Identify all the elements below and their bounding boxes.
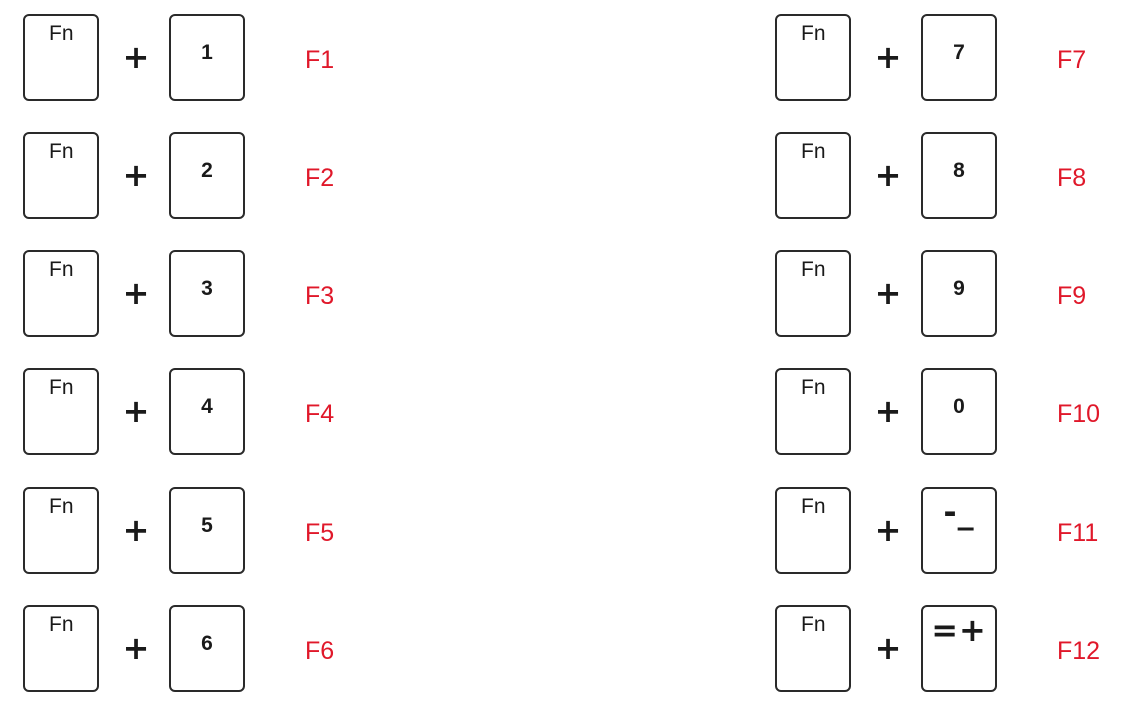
fn-key-label: Fn (801, 613, 826, 636)
number-key-label: 1 (201, 41, 213, 64)
plus-sign: + (122, 274, 150, 312)
fn-key: Fn (23, 132, 99, 219)
result-function-key: F11 (1057, 519, 1099, 547)
result-function-key: F10 (1057, 400, 1101, 428)
plus-sign: + (874, 629, 902, 667)
number-key-0: 0 (921, 368, 997, 455)
fn-key: Fn (23, 487, 99, 574)
number-key-3: 3 (169, 250, 245, 337)
fn-key-label: Fn (49, 140, 74, 163)
result-function-key: F12 (1057, 637, 1101, 665)
number-key-9: 9 (921, 250, 997, 337)
number-key-8: 8 (921, 132, 997, 219)
fn-key-label: Fn (49, 258, 74, 281)
fn-key: Fn (775, 368, 851, 455)
result-function-key: F2 (305, 164, 335, 192)
fn-key-label: Fn (801, 258, 826, 281)
number-key-label: 3 (201, 277, 213, 300)
minus-underscore-key-label: -_ (943, 493, 975, 531)
result-function-key: F9 (1057, 282, 1087, 310)
equals-plus-key-label: =+ (931, 611, 987, 649)
fn-key: Fn (23, 250, 99, 337)
number-key-2: 2 (169, 132, 245, 219)
number-key-4: 4 (169, 368, 245, 455)
plus-sign: + (874, 274, 902, 312)
plus-sign: + (122, 38, 150, 76)
equals-plus-key: =+ (921, 605, 997, 692)
fn-key-label: Fn (801, 140, 826, 163)
number-key-5: 5 (169, 487, 245, 574)
fn-key-label: Fn (801, 376, 826, 399)
fn-key: Fn (23, 14, 99, 101)
number-key-label: 8 (953, 159, 965, 182)
fn-key-label: Fn (49, 495, 74, 518)
plus-sign: + (874, 38, 902, 76)
fn-key-label: Fn (49, 376, 74, 399)
fn-key: Fn (775, 14, 851, 101)
number-key-label: 9 (953, 277, 965, 300)
result-function-key: F1 (305, 46, 335, 74)
number-key-label: 7 (953, 41, 965, 64)
number-key-label: 0 (953, 395, 965, 418)
fn-key-label: Fn (801, 495, 826, 518)
number-key-label: 2 (201, 159, 213, 182)
fn-key: Fn (23, 605, 99, 692)
fn-key: Fn (23, 368, 99, 455)
plus-sign: + (122, 392, 150, 430)
result-function-key: F6 (305, 637, 335, 665)
minus-underscore-key: -_ (921, 487, 997, 574)
result-function-key: F4 (305, 400, 335, 428)
result-function-key: F7 (1057, 46, 1087, 74)
number-key-label: 5 (201, 514, 213, 537)
number-key-label: 4 (201, 395, 213, 418)
fn-key: Fn (775, 132, 851, 219)
plus-sign: + (874, 156, 902, 194)
result-function-key: F5 (305, 519, 335, 547)
fn-key-label: Fn (49, 22, 74, 45)
fn-key: Fn (775, 605, 851, 692)
plus-sign: + (874, 511, 902, 549)
result-function-key: F8 (1057, 164, 1087, 192)
plus-sign: + (874, 392, 902, 430)
plus-sign: + (122, 511, 150, 549)
plus-sign: + (122, 629, 150, 667)
fn-key: Fn (775, 250, 851, 337)
number-key-6: 6 (169, 605, 245, 692)
fn-key: Fn (775, 487, 851, 574)
number-key-label: 6 (201, 632, 213, 655)
result-function-key: F3 (305, 282, 335, 310)
plus-sign: + (122, 156, 150, 194)
number-key-7: 7 (921, 14, 997, 101)
fn-key-label: Fn (49, 613, 74, 636)
fn-key-label: Fn (801, 22, 826, 45)
number-key-1: 1 (169, 14, 245, 101)
